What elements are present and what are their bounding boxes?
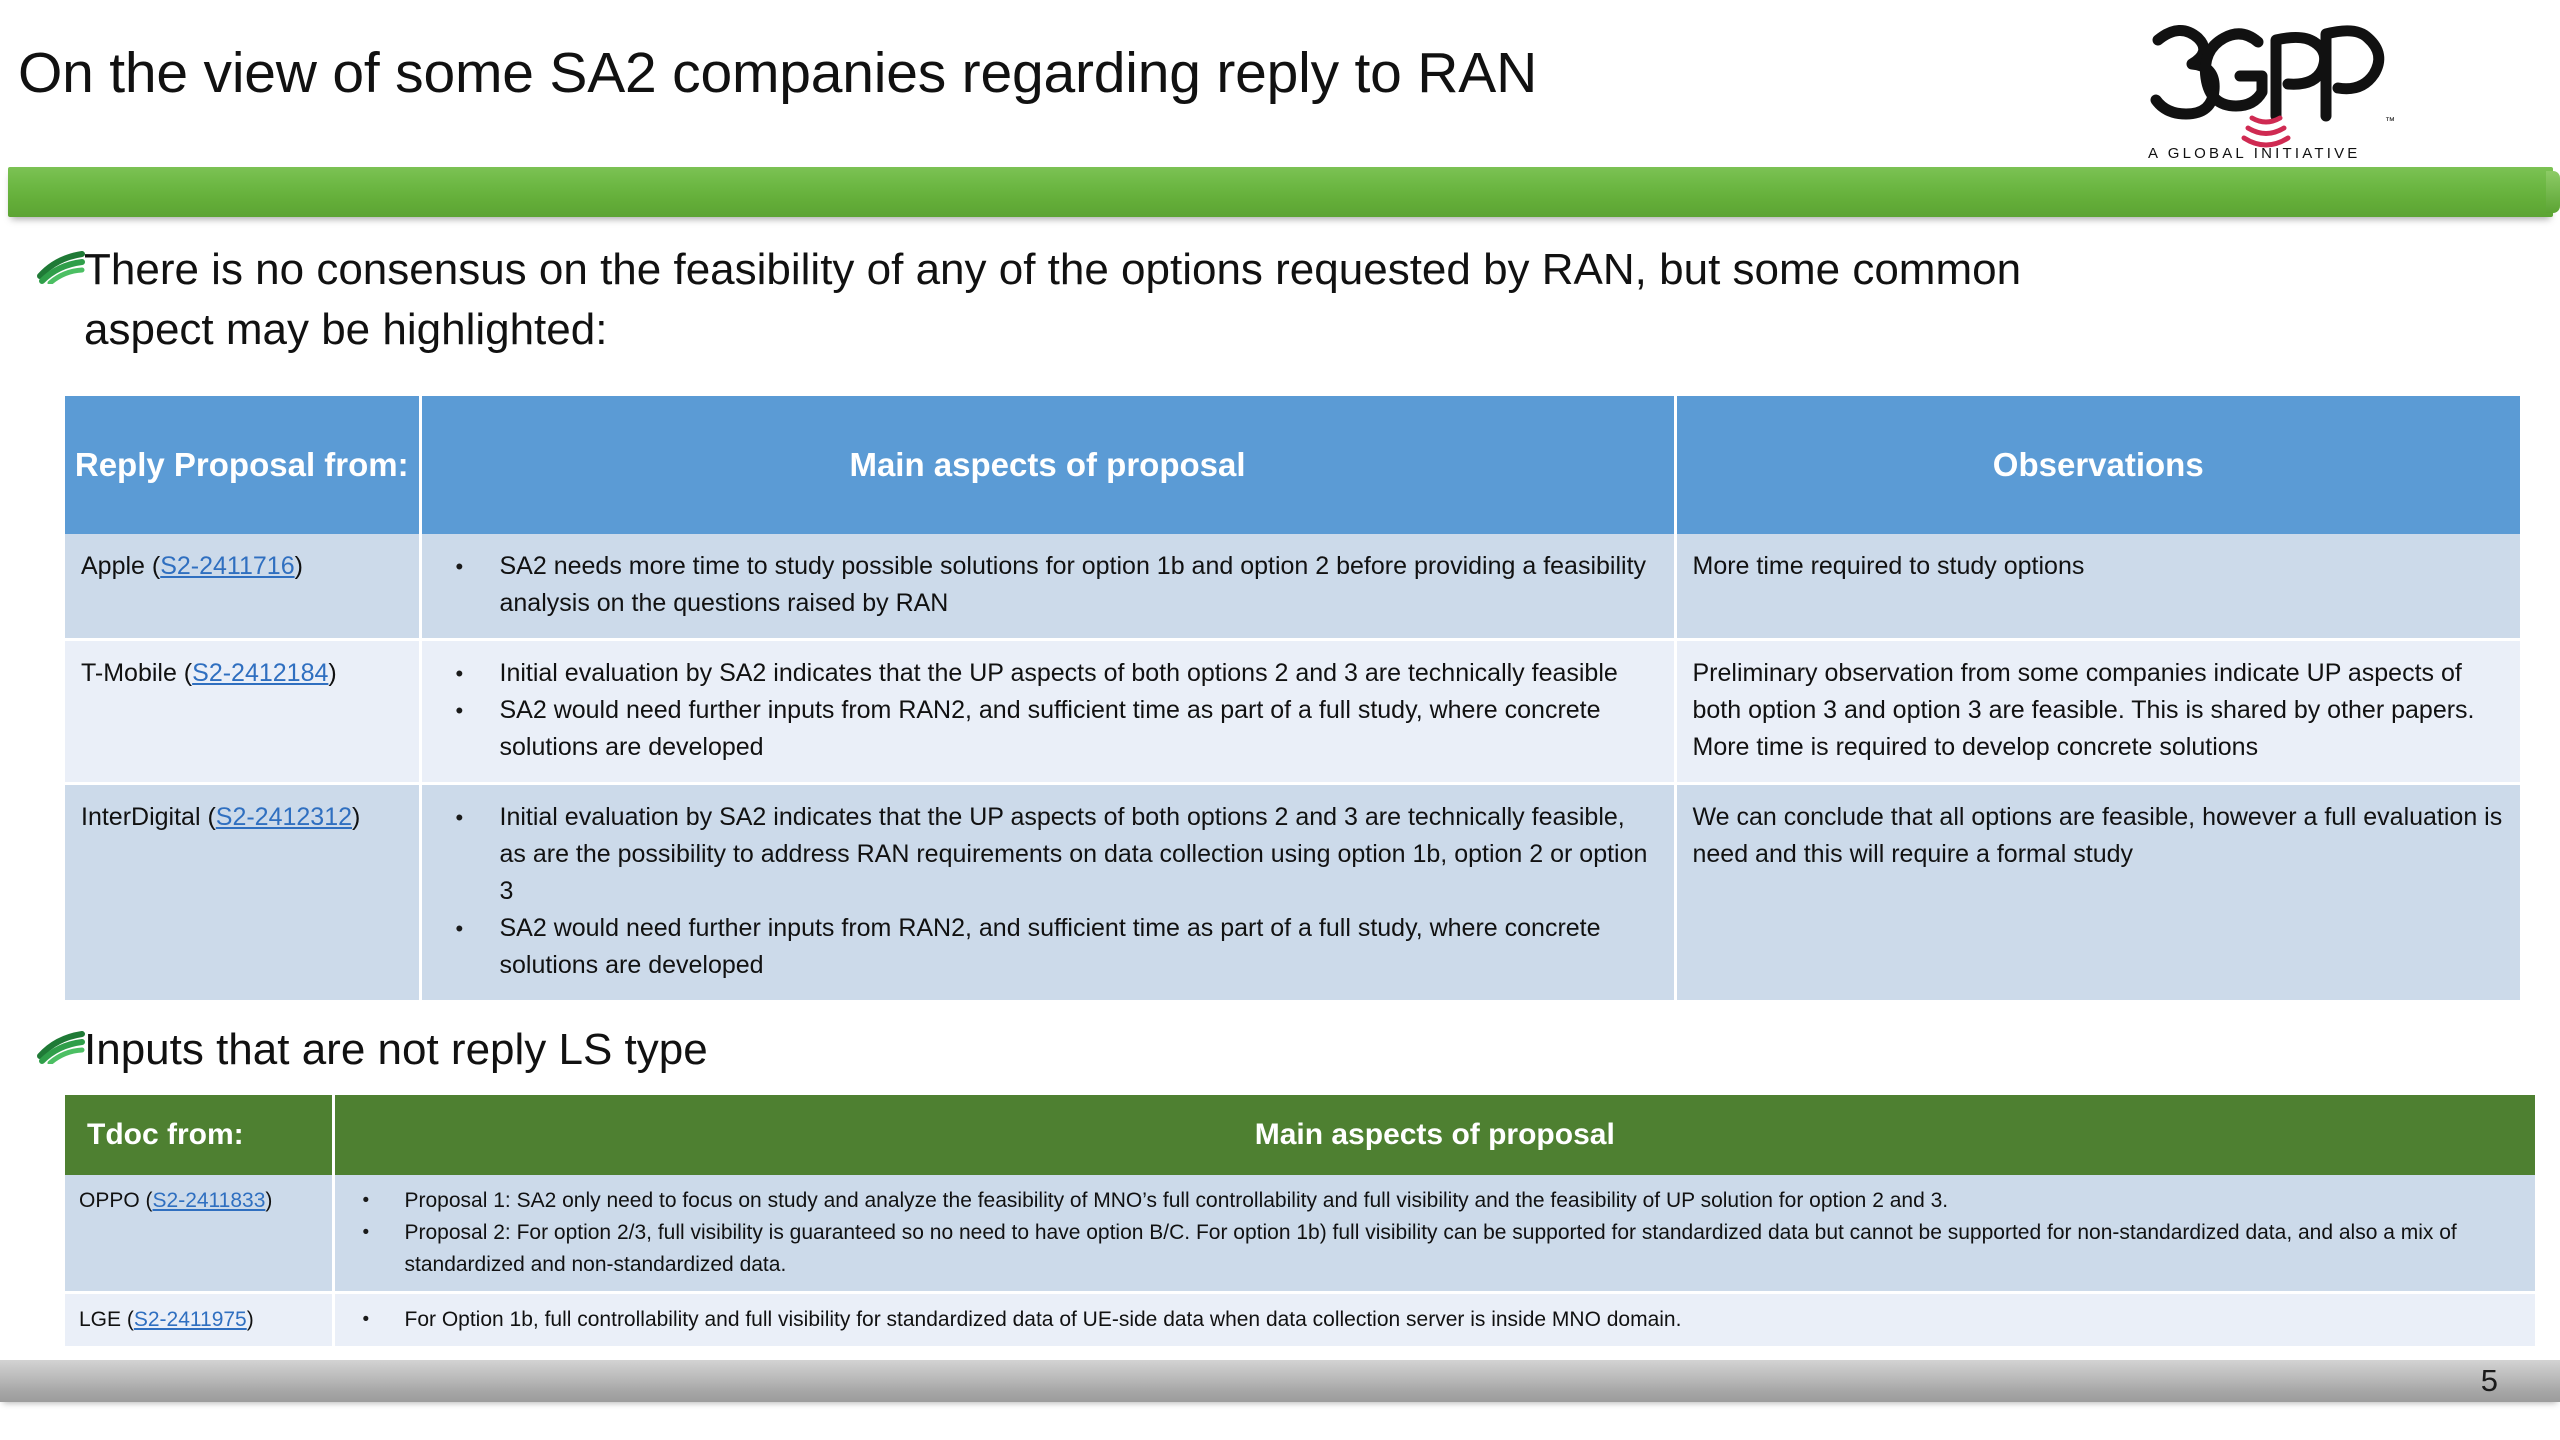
header-main-aspects: Main aspects of proposal [333,1095,2535,1175]
lead-line-1: There is no consensus on the feasibility… [84,245,2022,294]
company-name: OPPO ( [79,1189,153,1212]
table-row: LGE (S2-2411975) For Option 1b, full con… [65,1292,2535,1349]
page-title: On the view of some SA2 companies regard… [18,41,1538,105]
cell-observations: Preliminary observation from some compan… [1675,639,2520,785]
sub-heading: Inputs that are not reply LS type [22,1020,2522,1080]
non-reply-ls-table: Tdoc from: Main aspects of proposal OPPO… [65,1095,2535,1349]
cell-main-aspects: Proposal 1: SA2 only need to focus on st… [333,1175,2535,1294]
table-row: OPPO (S2-2411833) Proposal 1: SA2 only n… [65,1175,2535,1294]
list-item: Proposal 2: For option 2/3, full visibil… [349,1217,2522,1281]
tdoc-link[interactable]: S2-2411833 [152,1189,266,1212]
title-accent-bar [8,167,2560,217]
green-wing-bullet-icon [37,251,85,284]
table-row: T-Mobile (S2-2412184) Initial evaluation… [65,639,2520,785]
company-suffix: ) [265,1189,273,1212]
list-item: For Option 1b, full controllability and … [349,1304,2522,1336]
company-name: Apple ( [81,552,161,580]
header-observations: Observations [1675,396,2520,534]
company-suffix: ) [246,1308,254,1331]
page-number: 5 [2480,1363,2498,1398]
footer-bar [0,1360,2560,1402]
table-header-row: Reply Proposal from: Main aspects of pro… [65,396,2520,534]
observation-line: Preliminary observation from some compan… [1692,659,2475,724]
cell-main-aspects: Initial evaluation by SA2 indicates that… [420,639,1677,785]
cell-main-aspects: For Option 1b, full controllability and … [333,1292,2535,1349]
svg-text:™: ™ [2385,116,2395,127]
logo-tagline: A GLOBAL INITIATIVE [2148,145,2361,162]
header-reply-proposal-from: Reply Proposal from: [65,396,422,534]
tdoc-link[interactable]: S2-2412184 [192,659,329,687]
company-suffix: ) [328,659,337,687]
lead-line-2: aspect may be highlighted: [84,305,608,354]
tdoc-link[interactable]: S2-2411975 [133,1308,247,1331]
list-item: Proposal 1: SA2 only need to focus on st… [349,1185,2522,1217]
table-row: InterDigital (S2-2412312) Initial evalua… [65,783,2520,1003]
company-suffix: ) [352,803,361,831]
cell-observations: More time required to study options [1675,534,2520,641]
company-name: LGE ( [79,1308,134,1331]
list-item: SA2 would need further inputs from RAN2,… [438,910,1658,984]
cell-observations: We can conclude that all options are fea… [1675,783,2520,1003]
list-item: Initial evaluation by SA2 indicates that… [438,799,1658,910]
header-main-aspects: Main aspects of proposal [420,396,1677,534]
cell-company: T-Mobile (S2-2412184) [65,639,422,785]
observation-line: We can conclude that all options are fea… [1692,803,2503,868]
list-item: SA2 would need further inputs from RAN2,… [438,692,1658,766]
list-item: SA2 needs more time to study possible so… [438,548,1658,622]
green-wing-bullet-icon [37,1031,85,1064]
tdoc-link[interactable]: S2-2411716 [160,552,295,580]
reply-proposal-table: Reply Proposal from: Main aspects of pro… [65,396,2520,1003]
cell-company: OPPO (S2-2411833) [65,1175,335,1294]
cell-main-aspects: SA2 needs more time to study possible so… [420,534,1677,641]
cell-company: InterDigital (S2-2412312) [65,783,422,1003]
company-name: InterDigital ( [81,803,216,831]
company-name: T-Mobile ( [81,659,193,687]
cell-company: LGE (S2-2411975) [65,1292,335,1349]
company-suffix: ) [294,552,303,580]
observation-line: More time is required to develop concret… [1692,733,2259,761]
header-tdoc-from: Tdoc from: [65,1095,335,1175]
table-header-row: Tdoc from: Main aspects of proposal [65,1095,2535,1175]
cell-main-aspects: Initial evaluation by SA2 indicates that… [420,783,1677,1003]
list-item: Initial evaluation by SA2 indicates that… [438,655,1658,692]
sub-heading-label: Inputs that are not reply LS type [84,1025,708,1074]
cell-company: Apple (S2-2411716) [65,534,422,641]
tdoc-link[interactable]: S2-2412312 [215,803,352,831]
table-row: Apple (S2-2411716) SA2 needs more time t… [65,534,2520,641]
lead-paragraph: There is no consensus on the feasibility… [22,240,2522,360]
observation-line: More time required to study options [1692,552,2085,580]
3gpp-logo: ™ A GLOBAL INITIATIVE [2140,6,2410,166]
